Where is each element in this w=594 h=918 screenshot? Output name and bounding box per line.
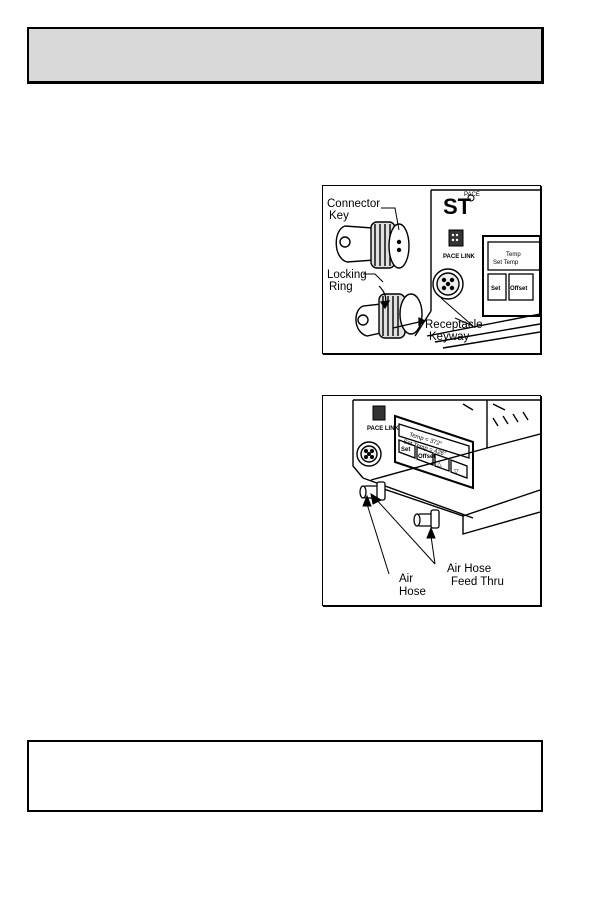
connector-upper — [335, 221, 410, 269]
station-housing — [414, 189, 540, 349]
link-label: PACE LINK — [443, 254, 476, 260]
station-housing — [352, 399, 540, 535]
air-hose-label-line2: Hose — [399, 586, 426, 598]
svg-text:Set Temp: Set Temp — [493, 260, 519, 266]
receptacle-keyway-label-line1: Receptacle — [425, 319, 483, 331]
link-icon: PACE LINK — [443, 229, 476, 260]
receptacle-keyway-label-line2: Keyway — [429, 331, 470, 343]
header-bar — [27, 27, 544, 84]
assembly-arrows — [378, 285, 427, 329]
receptacle — [432, 268, 464, 300]
set-button: Set — [401, 447, 410, 453]
svg-text:Temp: Temp — [506, 252, 521, 258]
locking-ring-label-line1: Locking — [327, 269, 367, 281]
hose-feed-thru — [359, 481, 440, 529]
brand-logo: ST PACE — [443, 192, 480, 219]
note-box — [27, 740, 543, 812]
air-hose-label-line1: Air — [399, 573, 413, 585]
leader-lines — [363, 207, 474, 327]
svg-text:PACE: PACE — [464, 192, 480, 198]
set-button: Set — [491, 286, 500, 292]
receptacle — [356, 441, 382, 467]
link-label: PACE LINK — [367, 426, 400, 432]
connector-key-label-line2: Key — [329, 210, 349, 222]
leader-lines — [362, 492, 436, 575]
connector-illustration: ST PACE PACE LINK Temp Set Temp Set Offs… — [327, 189, 540, 349]
svg-text:ST: ST — [443, 194, 472, 219]
up-button: △ — [437, 462, 442, 468]
link-icon: PACE LINK — [367, 405, 400, 432]
connector-key-label-line1: Connector — [327, 198, 380, 210]
feed-thru-label-line1: Air Hose — [447, 563, 491, 575]
air-hose-illustration: PACE LINK Temp = 372° Set Temp = 426° Se… — [352, 399, 540, 598]
down-button: ▽ — [454, 469, 459, 475]
control-panel: Temp = 372° Set Temp = 426° Set Offset △… — [394, 414, 474, 490]
connector-figure: ST PACE PACE LINK Temp Set Temp Set Offs… — [322, 185, 541, 354]
air-hose-figure: PACE LINK Temp = 372° Set Temp = 426° Se… — [322, 395, 541, 606]
offset-button: Offset — [418, 454, 435, 460]
offset-button: Offset — [510, 286, 527, 292]
feed-thru-label-line2: Feed Thru — [451, 576, 504, 588]
control-panel: Temp Set Temp Set Offset — [482, 235, 540, 317]
locking-ring-label-line2: Ring — [329, 281, 353, 293]
